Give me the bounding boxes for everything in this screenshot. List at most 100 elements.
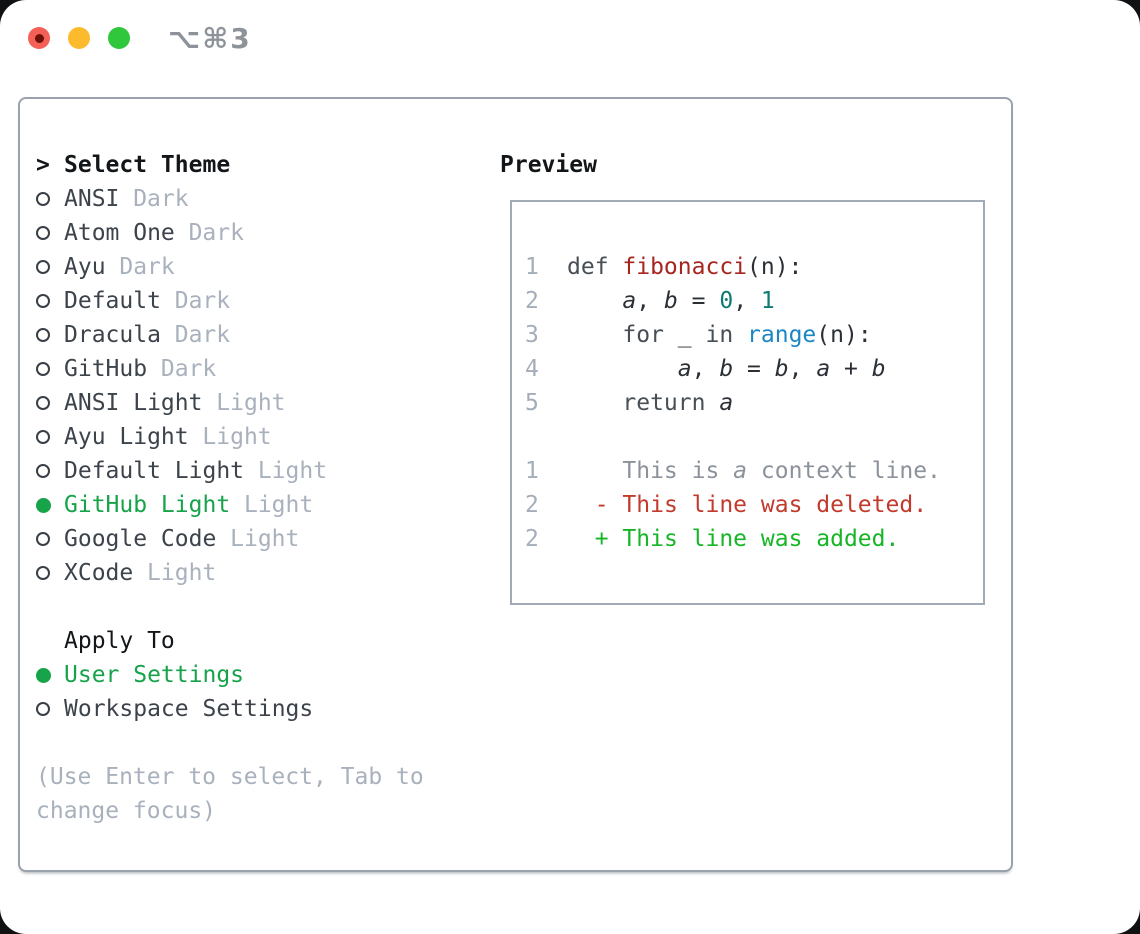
code-text: This is a context line. [567,458,941,484]
theme-name: Ayu [64,254,106,280]
code-text: def fibonacci(n): [567,254,803,280]
radio-icon [36,362,50,376]
apply-option-workspace-settings[interactable]: Workspace Settings [36,692,500,726]
line-number: 4 [525,356,539,382]
theme-selector-panel: > Select Theme ANSI Dark Atom One Dark A… [18,97,1013,872]
titlebar: ⌥⌘3 [0,0,1140,76]
apply-to-list: User Settings Workspace Settings [36,658,500,726]
theme-option-google-code[interactable]: Google Code Light [36,522,500,556]
radio-icon [36,226,50,240]
theme-variant-tag: Light [243,492,314,518]
theme-option-default[interactable]: Default Dark [36,284,500,318]
prompt-icon: > [36,152,50,178]
close-button[interactable] [28,27,50,49]
line-number: 2 [525,288,539,314]
theme-option-ansi[interactable]: ANSI Dark [36,182,500,216]
theme-variant-tag: Light [216,390,286,416]
theme-name: ANSI Light [64,390,203,416]
code-line: 2 - This line was deleted. [525,488,983,522]
theme-variant-tag: Light [257,458,328,484]
apply-to-header: Apply To [36,624,500,658]
help-line-2: change focus) [36,798,217,824]
theme-column: > Select Theme ANSI Dark Atom One Dark A… [36,148,500,870]
code-text: + This line was added. [594,526,900,552]
apply-option-name: User Settings [64,662,245,688]
theme-variant-tag: Light [202,424,272,450]
theme-variant-tag: Light [230,526,300,552]
line-number [525,420,567,454]
theme-variant-tag: Dark [160,356,217,382]
theme-name: Default Light [64,458,245,484]
line-number: 1 [525,254,539,280]
theme-variant-tag: Light [147,560,217,586]
help-text: (Use Enter to select, Tab to change focu… [36,760,500,828]
code-text: return a [622,390,734,416]
code-text: for _ in range(n): [622,322,872,348]
code-line: 1 def fibonacci(n): [525,250,983,284]
line-number: 2 [525,492,539,518]
close-dot-icon [34,33,44,43]
select-theme-header: > Select Theme [36,148,500,182]
theme-name: XCode [64,560,134,586]
theme-variant-tag: Dark [174,288,231,314]
select-theme-label: Select Theme [64,152,231,178]
code-text: a, b = b, a + b [677,356,886,382]
preview-header: Preview [500,148,1011,182]
theme-variant-tag: Dark [119,254,175,280]
radio-icon [36,532,50,546]
line-number: 3 [525,322,539,348]
help-line-1: (Use Enter to select, Tab to [36,764,424,790]
line-number: 2 [525,526,539,552]
theme-option-dracula[interactable]: Dracula Dark [36,318,500,352]
line-number: 5 [525,390,539,416]
theme-option-github[interactable]: GitHub Dark [36,352,500,386]
theme-option-xcode[interactable]: XCode Light [36,556,500,590]
theme-variant-tag: Dark [133,186,189,212]
theme-name: Dracula [64,322,161,348]
spacer [36,590,500,624]
radio-icon [36,260,50,274]
radio-icon [36,667,51,683]
theme-option-ayu[interactable]: Ayu Dark [36,250,500,284]
theme-name: GitHub Light [64,492,231,518]
code-text: a, b = 0, 1 [622,288,775,314]
maximize-button[interactable] [108,27,130,49]
theme-name: Default [64,288,161,314]
code-line: 4 a, b = b, a + b [525,352,983,386]
radio-icon [36,566,50,580]
theme-name: GitHub [64,356,148,382]
spacer [36,726,500,760]
theme-variant-tag: Dark [188,220,244,246]
apply-option-name: Workspace Settings [64,696,314,722]
theme-option-ansi-light[interactable]: ANSI Light Light [36,386,500,420]
apply-to-indent [36,624,64,658]
theme-option-github-light[interactable]: GitHub Light Light [36,488,500,522]
code-line: 5 return a [525,386,983,420]
radio-icon [36,430,50,444]
code-line: 2 + This line was added. [525,522,983,556]
preview-label: Preview [500,152,597,178]
code-line: 1 This is a context line. [525,454,983,488]
radio-icon [36,294,50,308]
apply-to-label: Apply To [64,628,175,654]
theme-option-default-light[interactable]: Default Light Light [36,454,500,488]
apply-option-user-settings[interactable]: User Settings [36,658,500,692]
code-line [525,420,983,454]
radio-icon [36,328,50,342]
radio-icon [36,497,51,513]
theme-name: Atom One [64,220,175,246]
theme-option-ayu-light[interactable]: Ayu Light Light [36,420,500,454]
theme-option-atom-one[interactable]: Atom One Dark [36,216,500,250]
radio-icon [36,192,50,206]
code-text: - This line was deleted. [594,492,928,518]
line-number: 1 [525,458,539,484]
minimize-button[interactable] [68,27,90,49]
theme-name: Ayu Light [64,424,189,450]
radio-icon [36,702,50,716]
code-line: 3 for _ in range(n): [525,318,983,352]
code-line: 2 a, b = 0, 1 [525,284,983,318]
radio-icon [36,396,50,410]
